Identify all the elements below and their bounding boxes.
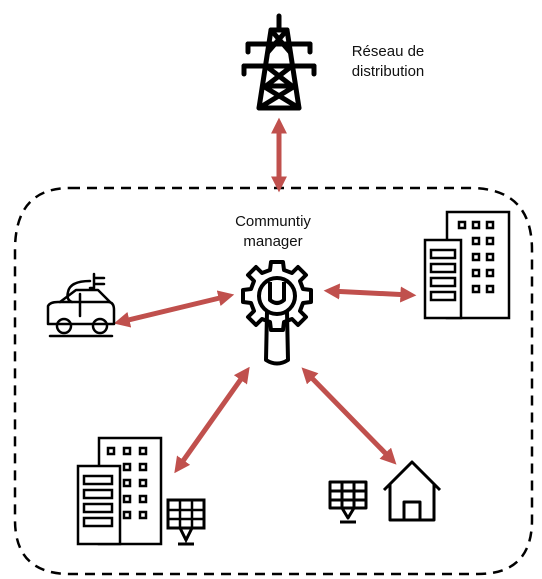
arrow-manager-building [323, 283, 417, 303]
electric-car-icon [46, 272, 116, 338]
community-manager-label: Communtiy manager [208, 212, 338, 252]
arrow-manager-building-solar [174, 366, 250, 474]
community-boundary [13, 186, 534, 576]
distribution-grid-label: Réseau de distribution [318, 42, 458, 82]
arrow-manager-ev [113, 290, 235, 328]
distribution-grid-label-line1: Réseau de [351, 43, 425, 60]
arrow-manager-home-solar [301, 367, 397, 465]
power-pylon-icon [241, 13, 317, 111]
gear-wrench-icon [241, 260, 313, 366]
flow-arrows [113, 117, 417, 474]
house-solar-icon [328, 460, 442, 524]
community-manager-label-line1: Communtiy [235, 213, 311, 230]
office-building-icon [423, 210, 511, 320]
distribution-grid-label-line2: distribution [351, 63, 425, 80]
building-solar-icon [76, 436, 206, 546]
community-manager-label-line2: manager [243, 233, 303, 250]
